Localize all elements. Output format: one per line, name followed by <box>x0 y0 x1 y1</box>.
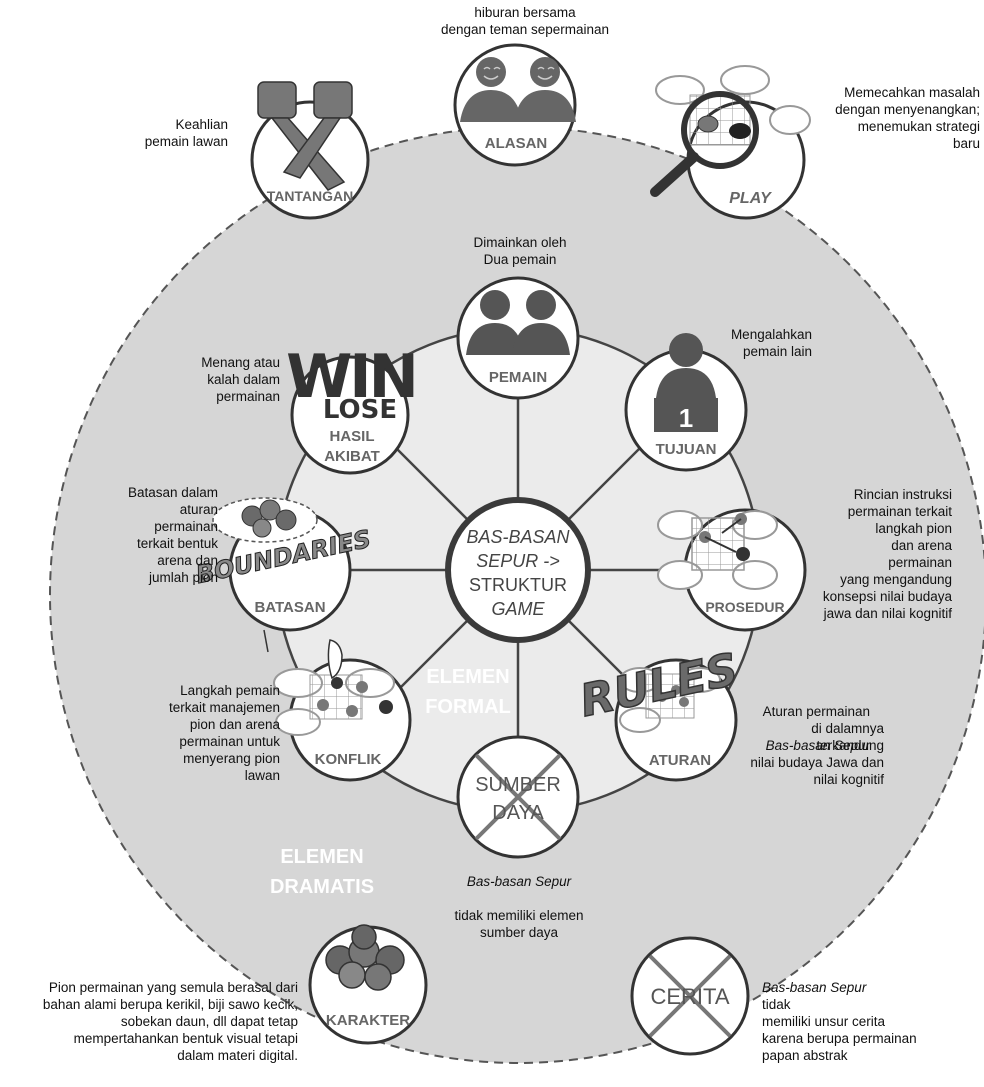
node-batasan: BOUNDARIES BATASAN <box>193 497 374 632</box>
note-aturan-rest: di dalamnya terkandung nilai budaya Jawa… <box>750 721 884 787</box>
sumber-daya-label-1: SUMBER <box>475 774 561 796</box>
lose-text: LOSE <box>323 395 397 425</box>
center-hub: BAS-BASAN SEPUR -> STRUKTUR GAME <box>445 497 591 643</box>
sumber-daya-label-2: DAYA <box>492 802 544 824</box>
note-aturan: Aturan permainan Bas-basan Sepur <box>720 686 870 771</box>
note-konflik: Langkah pemain terkait manajemen pion da… <box>168 683 280 783</box>
pebble-pile-icon <box>325 924 405 991</box>
note-cerita-text: tidak memiliki unsur cerita karena berup… <box>762 997 917 1063</box>
note-pemain: Dimainkan oleh Dua pemain <box>473 235 567 267</box>
node-alasan: ALASAN <box>453 43 577 167</box>
node-hasil-akibat: WIN LOSE HASIL AKIBAT <box>286 342 419 475</box>
alasan-label: ALASAN <box>485 135 548 152</box>
node-karakter: KARAKTER <box>308 924 428 1045</box>
dramatic-section-label: ELEMEN <box>280 846 363 868</box>
play-label: PLAY <box>729 190 772 207</box>
note-tantangan: Keahlian pemain lawan <box>144 117 228 149</box>
tantangan-label: TANTANGAN <box>267 188 354 204</box>
rules-board-icon <box>619 667 721 733</box>
two-players-icon <box>466 290 570 355</box>
center-line-2: SEPUR -> <box>476 551 560 571</box>
boundaries-stones-icon <box>212 497 318 543</box>
note-cerita: Bas-basan Sepur tidak memiliki unsur cer… <box>762 962 962 1064</box>
note-sumber-daya: Bas-basan Sepur tidak memiliki elemen su… <box>434 856 604 958</box>
node-play: PLAY <box>650 65 811 220</box>
note-aturan-line-1: Aturan permainan <box>762 704 870 719</box>
podium-winner-icon <box>654 333 718 432</box>
crossed-out-icon <box>474 753 562 841</box>
karakter-label: KARAKTER <box>326 1012 410 1029</box>
win-text: WIN <box>286 342 416 412</box>
hand-moving-piece-icon <box>263 629 395 736</box>
center-line-1: BAS-BASAN <box>466 527 570 547</box>
note-hasil-akibat: Menang atau kalah dalam permainan <box>201 355 280 404</box>
note-tujuan: Mengalahkan pemain lain <box>730 327 812 359</box>
cerita-label: CERITA <box>650 984 729 1009</box>
hasil-label: HASIL <box>330 428 375 445</box>
node-sumber-daya: SUMBER DAYA <box>456 735 580 859</box>
pemain-label: PEMAIN <box>489 369 547 386</box>
formal-section-label-2: FORMAL <box>425 696 511 718</box>
konflik-label: KONFLIK <box>315 751 382 768</box>
dramatic-section-label-2: DRAMATIS <box>270 876 374 898</box>
note-sumber-daya-line-1: Bas-basan Sepur <box>466 874 572 889</box>
game-board-moves-icon <box>657 510 778 590</box>
note-batasan: Batasan dalam aturan permainan terkait b… <box>127 485 218 585</box>
node-pemain: PEMAIN <box>456 276 580 400</box>
arm-wrestling-fists-icon <box>257 81 353 191</box>
tujuan-label: TUJUAN <box>656 441 717 458</box>
node-tujuan: 1 TUJUAN <box>624 333 748 472</box>
node-prosedur: PROSEDUR <box>657 508 807 632</box>
prosedur-label: PROSEDUR <box>705 599 784 615</box>
note-play: Memecahkan masalah dengan menyenangkan; … <box>835 85 980 151</box>
note-sumber-daya-line-2: tidak memiliki elemen sumber daya <box>454 908 584 940</box>
smiling-friends-icon <box>460 57 576 122</box>
note-alasan: hiburan bersama dengan teman sepermainan <box>440 5 610 37</box>
akibat-label: AKIBAT <box>324 448 380 465</box>
node-cerita: CERITA <box>630 936 750 1056</box>
crossed-out-icon <box>648 954 732 1038</box>
magnifier-board-icon <box>650 65 811 197</box>
center-line-4: GAME <box>491 599 545 619</box>
note-aturan-line-2: Bas-basan Sepur <box>765 738 870 753</box>
batasan-label: BATASAN <box>254 599 325 616</box>
note-karakter: Pion permainan yang semula berasal dari … <box>42 980 298 1063</box>
node-konflik: KONFLIK <box>263 629 412 782</box>
center-line-3: STRUKTUR <box>469 575 567 595</box>
note-cerita-title: Bas-basan Sepur <box>762 980 867 995</box>
aturan-label: ATURAN <box>649 752 711 769</box>
formal-section-label: ELEMEN <box>426 666 509 688</box>
note-prosedur: Rincian instruksi permainan terkait lang… <box>822 487 952 621</box>
tujuan-badge: 1 <box>679 403 693 433</box>
node-tantangan: TANTANGAN <box>250 81 370 220</box>
